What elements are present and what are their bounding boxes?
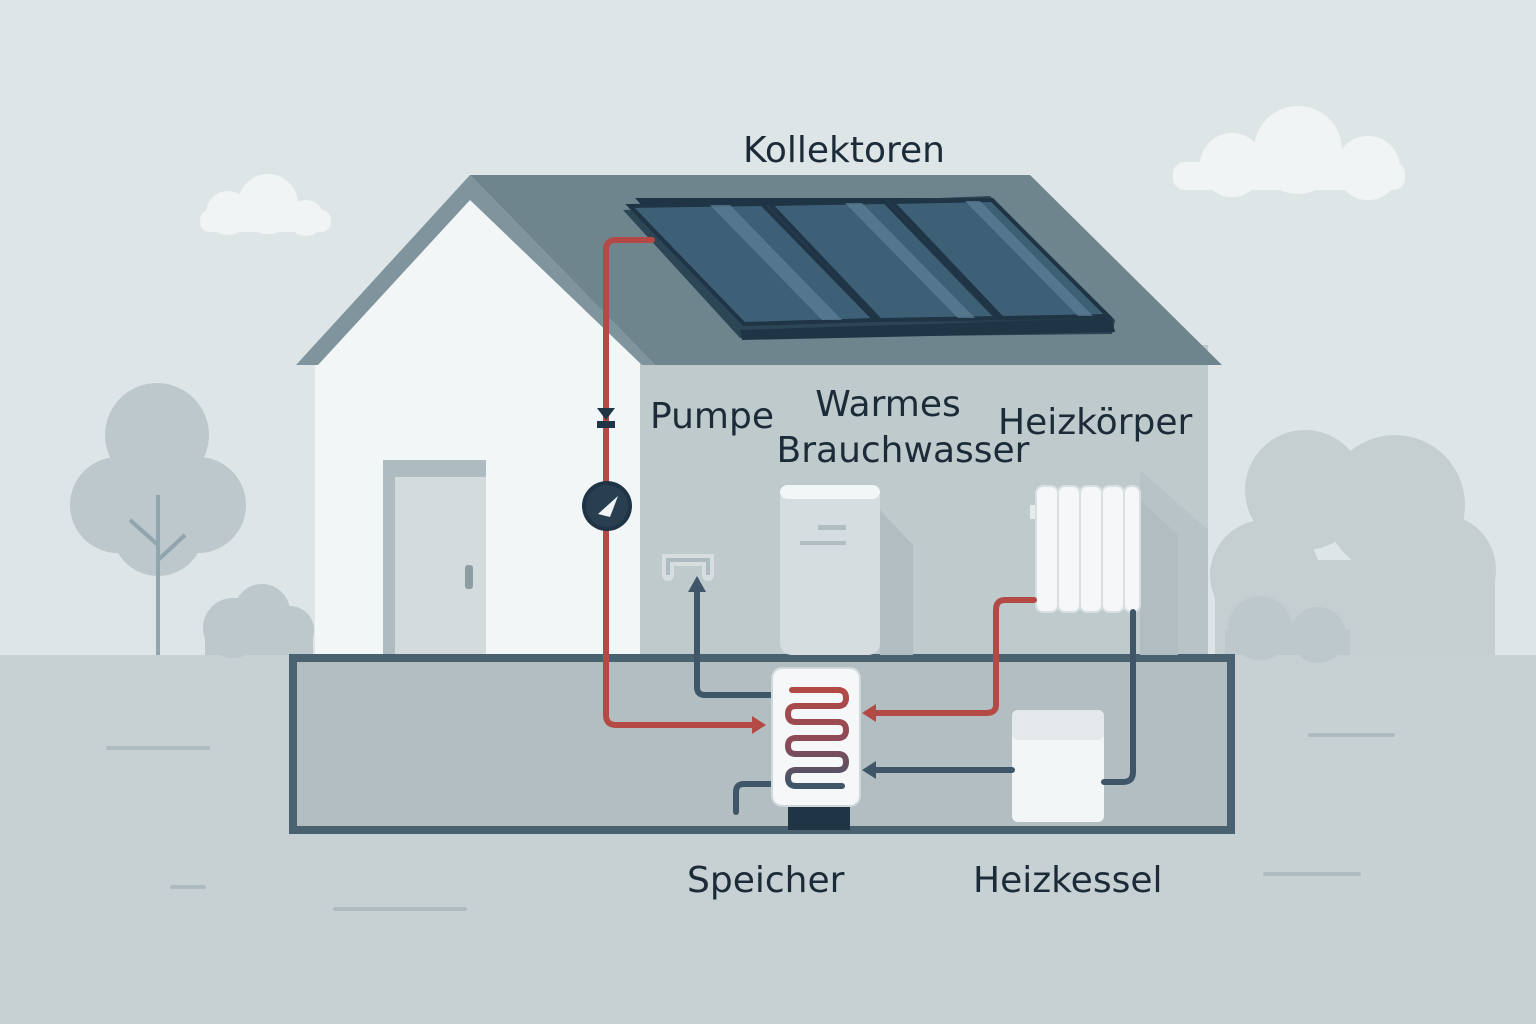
check-valve-icon	[597, 408, 615, 428]
arrow-icon	[862, 704, 876, 722]
label-storage: Speicher	[687, 860, 845, 901]
hot-water-outlet-pipe	[694, 587, 775, 698]
label-boiler: Heizkessel	[973, 860, 1163, 901]
arrow-icon	[862, 761, 876, 779]
cloud-icon	[1173, 106, 1405, 200]
storage-tank-icon	[771, 667, 861, 830]
cold-water-inlet-pipe	[733, 781, 775, 815]
arrow-icon	[752, 716, 766, 734]
radiator-supply-pipe	[873, 597, 1037, 716]
label-radiator: Heizkörper	[998, 402, 1193, 443]
collector-panel	[887, 197, 1113, 321]
heat-coil-icon	[784, 687, 850, 789]
boiler-return-pipe	[873, 609, 1136, 785]
bush-icon	[203, 584, 314, 658]
label-collectors: Kollektoren	[743, 130, 945, 171]
radiator-icon	[1030, 485, 1178, 655]
collector-panel	[765, 199, 1002, 323]
label-pump: Pumpe	[650, 396, 774, 437]
boiler-icon	[1012, 710, 1104, 822]
bush-icon	[1210, 430, 1496, 655]
bush-icon	[1225, 596, 1350, 663]
ground-line	[106, 733, 1395, 911]
water-heater-icon	[780, 485, 913, 655]
collector-array	[623, 196, 1115, 340]
label-hot-water-line2: Brauchwasser	[777, 430, 1030, 471]
cloud-icon	[200, 174, 331, 236]
collector-panel	[625, 201, 880, 327]
faucet-icon	[662, 554, 714, 581]
tree-icon	[70, 383, 246, 655]
pump-icon	[582, 481, 632, 531]
door-icon	[383, 460, 486, 655]
arrow-icon	[688, 576, 706, 592]
label-hot-water-line1: Warmes	[815, 384, 961, 425]
